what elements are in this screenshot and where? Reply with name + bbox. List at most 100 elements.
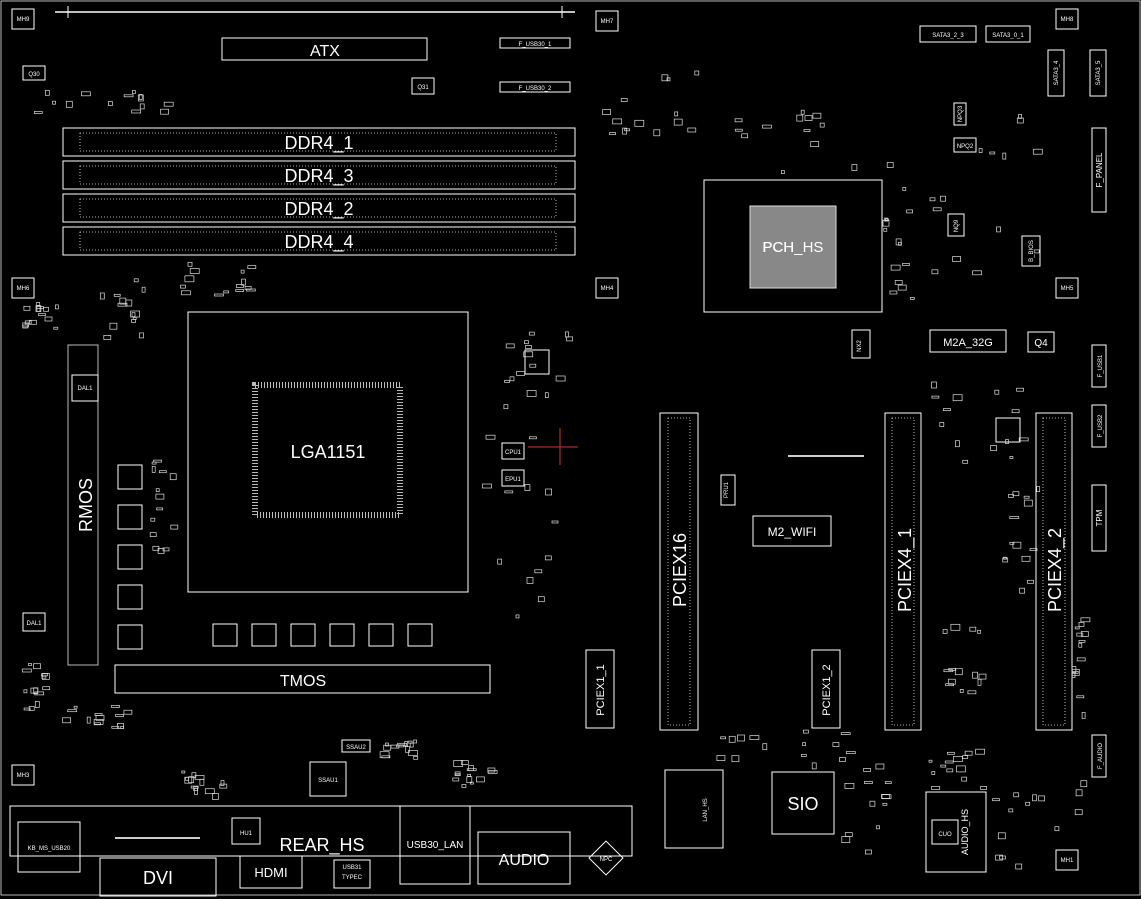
svg-text:PRU1: PRU1 bbox=[724, 481, 730, 498]
passive-component bbox=[869, 800, 876, 807]
passive-component bbox=[158, 470, 167, 474]
passive-component bbox=[1076, 632, 1084, 637]
f-panel-header: F_PANEL bbox=[1091, 127, 1107, 213]
svg-text:M2A_32G: M2A_32G bbox=[943, 337, 993, 349]
passive-component bbox=[931, 771, 936, 775]
svg-text:DAL1: DAL1 bbox=[77, 386, 93, 392]
svg-text:MH8: MH8 bbox=[1061, 17, 1074, 23]
passive-component bbox=[972, 671, 978, 679]
passive-component bbox=[796, 114, 804, 122]
dal1-component-lower: DAL1 bbox=[22, 612, 46, 632]
passive-component bbox=[876, 825, 880, 830]
passive-component bbox=[602, 109, 611, 115]
svg-text:MH7: MH7 bbox=[601, 19, 614, 25]
passive-component bbox=[219, 783, 228, 789]
m2-wifi-slot: M2_WIFI bbox=[752, 515, 832, 547]
passive-component bbox=[81, 91, 91, 97]
svg-text:NX2: NX2 bbox=[857, 340, 863, 352]
passive-component bbox=[1025, 801, 1031, 806]
passive-component bbox=[1036, 486, 1041, 492]
passive-component bbox=[844, 783, 855, 789]
passive-component bbox=[194, 788, 198, 795]
passive-component bbox=[397, 742, 407, 746]
passive-component bbox=[529, 363, 537, 368]
passive-component bbox=[1027, 579, 1034, 584]
passive-component bbox=[469, 781, 474, 785]
mounting-hole-mh3: MH3 bbox=[11, 764, 35, 786]
passive-component bbox=[1016, 387, 1024, 392]
rmos-vrm: RMOS bbox=[67, 344, 143, 666]
passive-component bbox=[390, 744, 400, 749]
passive-component bbox=[132, 317, 137, 320]
passive-component bbox=[800, 109, 805, 115]
passive-component bbox=[139, 103, 145, 110]
passive-component bbox=[731, 755, 740, 763]
svg-text:KB_MS_USB20: KB_MS_USB20 bbox=[28, 846, 71, 852]
passive-component bbox=[762, 124, 772, 129]
passive-component bbox=[199, 778, 205, 786]
passive-component bbox=[534, 569, 543, 574]
ddr4-slot-4: DDR4_4 bbox=[62, 226, 576, 256]
passive-component bbox=[1081, 712, 1086, 719]
passive-component bbox=[131, 312, 136, 318]
passive-component bbox=[379, 751, 390, 759]
passive-component bbox=[212, 793, 219, 800]
passive-component bbox=[1075, 789, 1083, 797]
passive-component bbox=[995, 854, 1003, 861]
npc-component: NPC bbox=[588, 840, 624, 876]
passive-component bbox=[141, 286, 146, 293]
passive-component bbox=[245, 288, 256, 292]
svg-text:MH5: MH5 bbox=[1061, 286, 1074, 292]
passive-component bbox=[749, 735, 760, 740]
pru1-component: PRU1 bbox=[720, 474, 736, 506]
svg-text:MH6: MH6 bbox=[17, 286, 30, 292]
svg-text:F_USB1: F_USB1 bbox=[1098, 354, 1104, 377]
passive-component bbox=[155, 493, 165, 500]
f-audio-header: F_AUDIO bbox=[1091, 734, 1107, 778]
passive-component bbox=[999, 855, 1006, 860]
passive-component bbox=[851, 164, 858, 171]
svg-text:M2_WIFI: M2_WIFI bbox=[768, 525, 817, 539]
passive-component bbox=[881, 794, 892, 800]
passive-component bbox=[30, 687, 39, 694]
passive-component bbox=[453, 760, 464, 767]
passive-component bbox=[1078, 642, 1083, 648]
q4-component: Q4 bbox=[1027, 331, 1055, 353]
passive-component bbox=[894, 280, 903, 285]
passive-component bbox=[1016, 117, 1024, 124]
passive-component bbox=[244, 286, 252, 290]
passive-component bbox=[931, 786, 940, 790]
passive-component bbox=[73, 705, 78, 709]
passive-component bbox=[23, 305, 31, 311]
passive-component bbox=[526, 577, 534, 584]
pciex4-1-slot: PCIEX4_1 bbox=[884, 412, 922, 731]
passive-component bbox=[1021, 555, 1031, 562]
passive-component bbox=[156, 507, 164, 511]
passive-component bbox=[103, 335, 112, 340]
passive-component bbox=[247, 265, 257, 269]
passive-component bbox=[819, 122, 825, 128]
kb-ms-usb20-port: KB_MS_USB20 bbox=[17, 821, 81, 873]
passive-component bbox=[897, 284, 907, 291]
passive-component bbox=[944, 760, 954, 764]
passive-component bbox=[131, 319, 136, 323]
passive-component bbox=[687, 127, 697, 133]
passive-component bbox=[883, 227, 888, 232]
passive-component bbox=[620, 98, 628, 102]
passive-component bbox=[21, 668, 32, 673]
passive-component bbox=[653, 129, 661, 137]
controller-chip-right bbox=[995, 417, 1021, 443]
passive-component bbox=[1012, 491, 1020, 497]
passive-component bbox=[163, 101, 174, 107]
passive-component bbox=[1015, 863, 1023, 870]
passive-component bbox=[1008, 808, 1014, 813]
passive-component bbox=[155, 488, 160, 493]
passive-component bbox=[844, 832, 853, 837]
svg-text:ATX: ATX bbox=[310, 43, 340, 60]
sata3-4-connector: SATA3_4 bbox=[1047, 49, 1065, 97]
svg-text:DDR4_2: DDR4_2 bbox=[284, 199, 353, 220]
q30-component: Q30 bbox=[22, 65, 46, 81]
ddr4-slot-2: DDR4_2 bbox=[62, 193, 576, 223]
mounting-hole-mh7: MH7 bbox=[595, 10, 619, 32]
passive-component bbox=[1033, 249, 1040, 254]
